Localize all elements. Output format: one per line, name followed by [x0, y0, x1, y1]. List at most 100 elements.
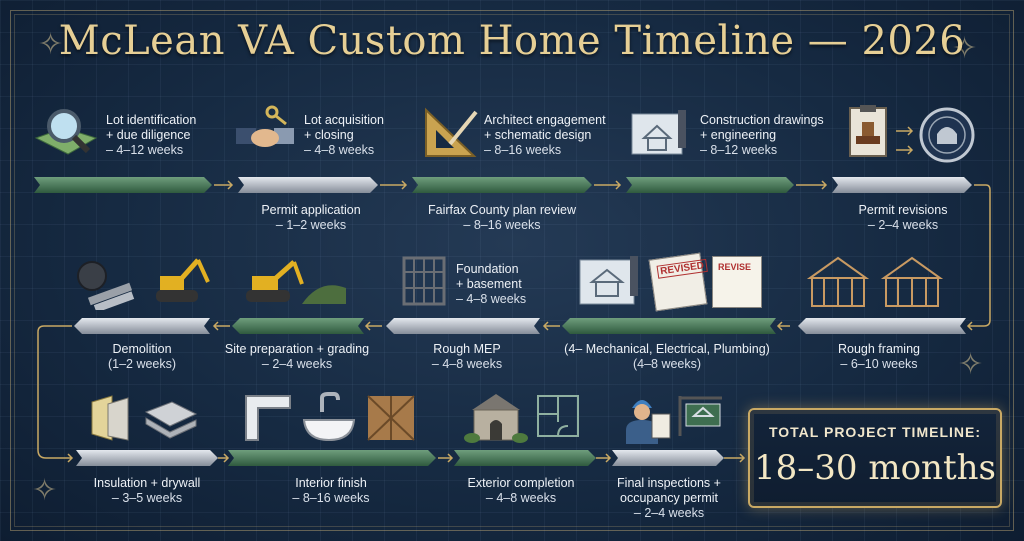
step-exterior-completion: Exterior completion – 4–8 weeks [446, 476, 596, 506]
step-duration: – 8–16 weeks [484, 143, 562, 157]
step-label: + schematic design [484, 128, 592, 142]
step-permit-revisions: Permit revisions – 2–4 weeks [828, 203, 978, 233]
arrow-bar [238, 177, 378, 193]
step-lot-acquisition: Lot acquisition + closing – 4–8 weeks [304, 113, 384, 158]
sink-icon [302, 392, 356, 442]
step-duration: – 4–8 weeks [456, 292, 527, 306]
parquet-icon [367, 395, 415, 441]
step-duration: – 8–12 weeks [700, 143, 778, 157]
step-label: Insulation + drywall [93, 476, 201, 490]
bulldozer-icon [246, 260, 346, 304]
excavator-icon [156, 258, 210, 302]
step-label: Permit application [261, 203, 361, 217]
trim-molding-icon [245, 395, 291, 441]
inspector-icon [626, 400, 671, 444]
drywall-panels-icon [91, 395, 198, 441]
arrow-bar [74, 318, 210, 334]
arrow-bar [612, 450, 724, 466]
row1-arrows [34, 177, 972, 193]
step-interior-finish: Interior finish – 8–16 weeks [256, 476, 406, 506]
step-label: (4– Mechanical, Electrical, Plumbing) [564, 342, 770, 356]
step-foundation: Foundation + basement – 4–8 weeks [456, 262, 526, 307]
step-label: Rough framing [838, 342, 920, 356]
step-label: + engineering [700, 128, 777, 142]
drafting-triangle-icon [425, 107, 478, 157]
step-label: Rough MEP [433, 342, 501, 356]
revised-document-icon: REVISED [648, 252, 708, 312]
step-label: Interior finish [295, 476, 367, 490]
arrow-bar [454, 450, 596, 466]
arrow-bar [34, 177, 212, 193]
magnifier-map-icon [34, 109, 98, 155]
county-seal-icon [919, 107, 975, 163]
wrecking-ball-icon [77, 261, 135, 310]
step-duration: (4–8 weeks) [632, 357, 702, 371]
compass-rose-icon: ✧ [32, 474, 58, 507]
stamp-text: REVISE [718, 262, 752, 272]
total-timeline-box: TOTAL PROJECT TIMELINE: 18–30 months [748, 408, 1002, 508]
outer-frame [10, 10, 1014, 531]
step-duration: – 8–16 weeks [463, 218, 541, 232]
step-duration: – 1–2 weeks [275, 218, 347, 232]
blueprint-icon [631, 110, 686, 155]
step-label: Fairfax County plan review [428, 203, 576, 217]
floorplan-icon [537, 395, 579, 437]
step-label: + basement [456, 277, 522, 291]
arrow-bar [798, 318, 966, 334]
stamp-text: REVISED [656, 258, 708, 279]
step-label: Lot acquisition [304, 113, 384, 127]
connectors [37, 126, 991, 463]
step-lot-identification: Lot identification + due diligence – 4–1… [106, 113, 196, 158]
step-duration: – 2–4 weeks [261, 357, 333, 371]
step-label: Architect engagement [484, 113, 606, 127]
step-duration: – 4–8 weeks [485, 491, 557, 505]
row2-arrows [74, 318, 966, 334]
page-title: McLean VA Custom Home Timeline — 2026 [58, 18, 966, 64]
step-duration: – 2–4 weeks [633, 506, 705, 520]
compass-rose-icon: ✧ [38, 28, 64, 61]
total-value: 18–30 months [754, 448, 996, 488]
arrow-bar [832, 177, 972, 193]
step-label: Exterior completion [467, 476, 575, 490]
rebar-cage-icon [402, 256, 446, 306]
step-label: Permit revisions [858, 203, 948, 217]
total-heading: TOTAL PROJECT TIMELINE: [768, 424, 981, 440]
arrow-bar [412, 177, 592, 193]
step-plan-review: Fairfax County plan review – 8–16 weeks [402, 203, 602, 233]
framing-icon [806, 256, 944, 307]
step-site-preparation: Site preparation + grading – 2–4 weeks [212, 342, 382, 372]
step-duration: (1–2 weeks) [107, 357, 177, 371]
step-duration: – 8–16 weeks [292, 491, 370, 505]
step-rough-mep: Rough MEP – 4–8 weeks [392, 342, 542, 372]
compass-rose-icon: ✧ [958, 348, 984, 381]
arrow-bar [76, 450, 218, 466]
step-label: Foundation [456, 262, 519, 276]
step-insulation-drywall: Insulation + drywall – 3–5 weeks [72, 476, 222, 506]
row3-arrows [76, 450, 724, 466]
step-label: + closing [304, 128, 354, 142]
blueprints-icon [579, 256, 638, 305]
arrow-bar [386, 318, 540, 334]
step-mep-detail: (4– Mechanical, Electrical, Plumbing) (4… [552, 342, 782, 372]
step-duration: – 4–8 weeks [304, 143, 375, 157]
step-duration: – 4–12 weeks [106, 143, 184, 157]
clipboard-stamp-icon [849, 105, 887, 157]
arrow-bar [232, 318, 364, 334]
step-label: Lot identification [106, 113, 197, 127]
step-permit-application: Permit application – 1–2 weeks [236, 203, 386, 233]
step-construction-drawings: Construction drawings + engineering – 8–… [700, 113, 824, 158]
inner-frame [14, 14, 1010, 527]
step-label: + due diligence [106, 128, 191, 142]
step-duration: – 4–8 weeks [431, 357, 503, 371]
step-duration: – 3–5 weeks [111, 491, 183, 505]
arrow-bar [626, 177, 794, 193]
arrow-bar [228, 450, 436, 466]
step-duration: – 2–4 weeks [867, 218, 939, 232]
step-label: Construction drawings [700, 113, 824, 127]
step-label: occupancy permit [620, 491, 718, 505]
step-label: Final inspections + [617, 476, 721, 490]
arrow-bar [562, 318, 776, 334]
step-duration: – 6–10 weeks [840, 357, 918, 371]
step-label: Demolition [112, 342, 172, 356]
